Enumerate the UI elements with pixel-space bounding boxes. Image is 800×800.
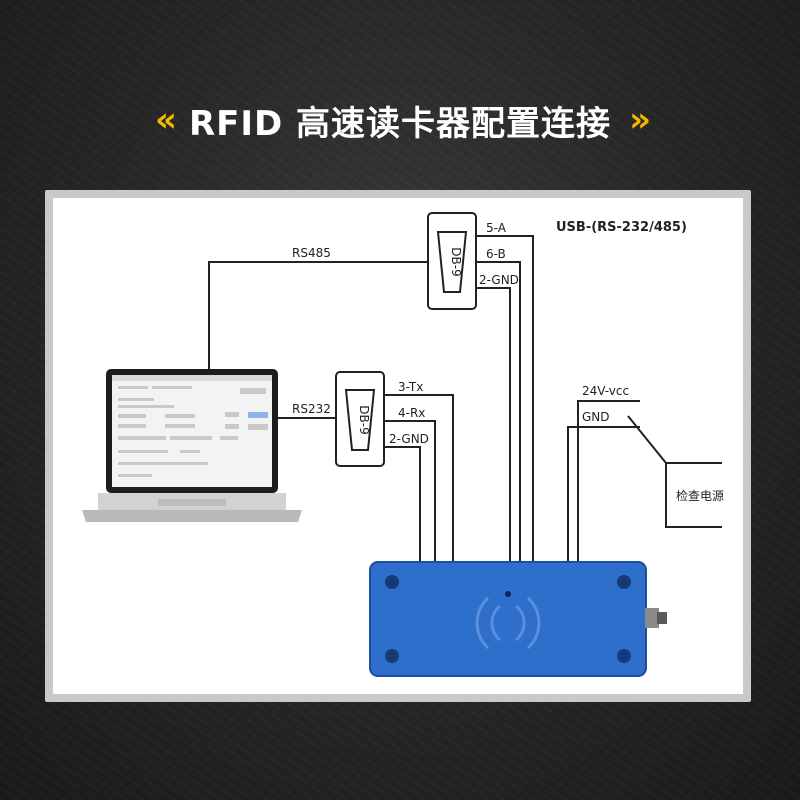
wire-gnd	[567, 426, 640, 565]
pin-tx-label: 3-Tx	[398, 380, 423, 394]
db9-connector-bottom: DB-9	[335, 371, 385, 467]
pin-bottom-gnd-label: 2-GND	[389, 432, 429, 446]
pin-6b-label: 6-B	[486, 247, 506, 261]
wire-tx	[384, 394, 454, 565]
db9-connector-top: DB-9	[427, 212, 477, 310]
wire-bottom-gnd	[384, 446, 421, 565]
wire-6b	[476, 261, 521, 565]
power-24v-label: 24V-vcc	[582, 384, 629, 398]
wire-top-gnd	[476, 287, 511, 565]
wire-5a	[476, 235, 534, 565]
laptop-icon	[82, 369, 302, 522]
rs485-label: RS485	[292, 246, 331, 260]
db9-bottom-label: DB-9	[357, 405, 371, 434]
rfid-reader-device	[369, 561, 667, 677]
rfid-wave-icon	[475, 596, 541, 650]
rs485-wire	[208, 261, 428, 369]
pin-5a-label: 5-A	[486, 221, 507, 235]
wire-24v	[577, 400, 640, 565]
diagram-header: USB-(RS-232/485)	[556, 220, 687, 235]
wire-rx	[384, 420, 436, 565]
rs232-label: RS232	[292, 402, 331, 416]
power-box-label: 检查电源	[676, 488, 724, 503]
pin-rx-label: 4-Rx	[398, 406, 425, 420]
wires	[208, 235, 722, 565]
power-switch	[627, 415, 667, 464]
page-title: « RFID 高速读卡器配置连接 »	[0, 95, 800, 145]
power-box	[665, 462, 722, 528]
pin-top-gnd-label: 2-GND	[479, 273, 519, 287]
power-gnd-label: GND	[582, 410, 610, 424]
title-text: RFID 高速读卡器配置连接	[188, 103, 612, 144]
db9-top-label: DB-9	[449, 247, 463, 276]
